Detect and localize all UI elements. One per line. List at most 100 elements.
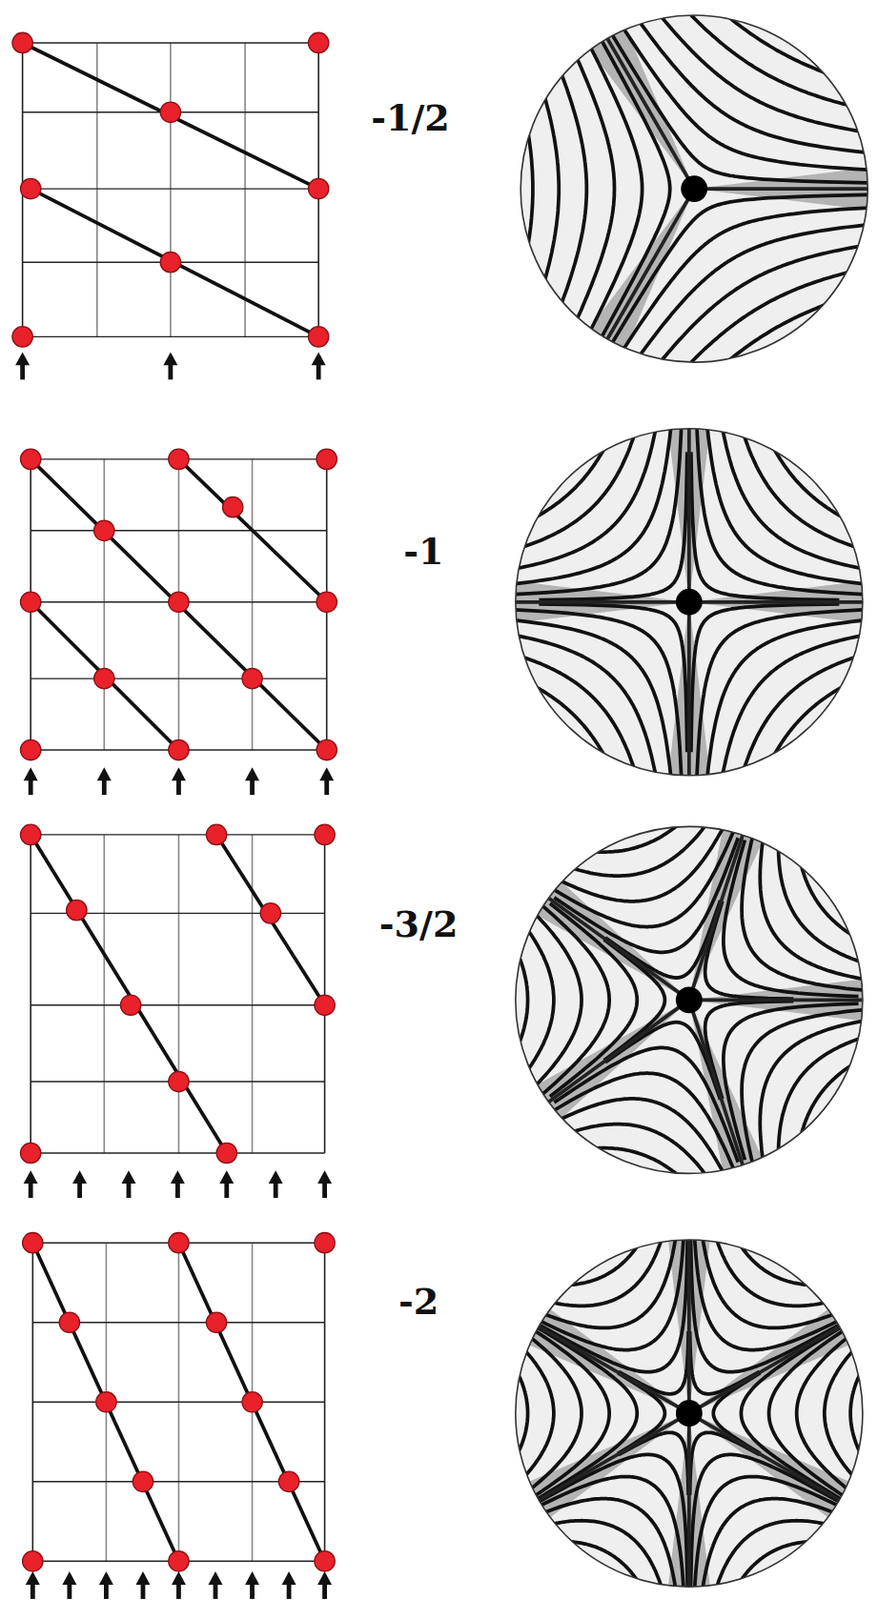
director-line <box>505 418 619 532</box>
radial-director-line <box>694 186 868 191</box>
up-arrow-head <box>25 1572 41 1586</box>
lattice-dot <box>260 903 281 924</box>
lattice-dot <box>168 1551 189 1573</box>
up-arrow-head <box>99 1572 114 1586</box>
grid-line <box>251 835 254 1154</box>
radial-director-line <box>687 602 692 776</box>
lattice-dot <box>160 251 181 272</box>
radial-director-line <box>549 898 690 1001</box>
lattice-dot <box>205 1312 226 1333</box>
defect-core <box>675 589 703 616</box>
charge-label: -1 <box>403 530 444 573</box>
radial-director-line <box>538 1327 690 1414</box>
grey-wedge <box>689 1205 878 1414</box>
grid-line <box>29 835 32 1154</box>
lattice-dot <box>168 739 189 760</box>
director-line <box>548 803 720 877</box>
grid-line <box>22 336 320 338</box>
lattice-dot <box>94 520 115 541</box>
director-line <box>539 1220 652 1287</box>
director-line <box>759 823 878 982</box>
radial-director-line <box>689 600 863 605</box>
lattice-dot <box>316 592 337 613</box>
circle-ground <box>515 1240 863 1588</box>
director-line <box>700 0 861 85</box>
director-line <box>670 265 877 386</box>
grid-line <box>169 42 172 337</box>
up-arrow-head <box>61 1572 77 1586</box>
defect-core <box>675 1400 703 1428</box>
director-line <box>565 803 700 853</box>
lattice-dot <box>160 102 181 123</box>
lattice-dot <box>20 449 41 470</box>
director-line <box>497 632 659 795</box>
director-line <box>568 38 615 340</box>
director-line <box>824 1335 869 1491</box>
grey-wedge <box>647 1069 731 1414</box>
lattice-grids <box>12 32 338 1600</box>
radial-director-line <box>689 999 863 1003</box>
radial-director-line <box>549 1000 690 1103</box>
grid-line <box>251 459 254 751</box>
up-arrow-head <box>317 1572 332 1586</box>
radial-director-line <box>687 428 692 603</box>
director-line <box>759 418 874 532</box>
director-circle <box>386 659 878 1341</box>
up-arrow-head <box>171 767 186 781</box>
lattice-dot <box>205 824 226 845</box>
up-arrow <box>66 1583 72 1600</box>
lattice-row-line <box>22 42 320 189</box>
director-line <box>706 619 876 789</box>
up-arrow-head <box>121 1170 136 1185</box>
director-line <box>531 1220 667 1307</box>
lattice <box>12 32 329 380</box>
lattice-dot <box>314 1233 335 1254</box>
director-line <box>627 223 878 374</box>
lattice-dot <box>242 1392 263 1413</box>
radial-director-line <box>607 38 695 189</box>
up-arrow <box>322 1583 327 1600</box>
lattice-dot <box>314 824 335 845</box>
lattice-dot <box>20 592 41 613</box>
grid-line <box>96 42 99 337</box>
lattice-row-line <box>178 459 327 603</box>
director-line <box>796 835 878 950</box>
up-arrow-head <box>311 351 327 366</box>
up-arrow-head <box>23 767 39 781</box>
grid-line <box>102 459 105 751</box>
director-line <box>544 1099 732 1189</box>
lattice-dot <box>316 449 337 470</box>
lattice-dot <box>59 1312 80 1333</box>
up-arrow <box>175 1182 181 1199</box>
director-line <box>769 1325 854 1504</box>
director-line <box>536 69 560 308</box>
director-line <box>548 1124 720 1198</box>
director-line <box>503 619 673 789</box>
lattice-row-line <box>30 602 179 751</box>
director-line <box>520 96 533 282</box>
up-arrow-head <box>170 1170 185 1185</box>
director-line <box>499 411 642 554</box>
grid-line <box>324 835 327 1154</box>
lattice-dot <box>66 899 87 920</box>
lattice <box>20 449 337 796</box>
up-arrow <box>324 778 329 796</box>
up-arrow-head <box>282 1572 297 1586</box>
radial-director-line <box>689 1413 840 1501</box>
lattice-dot <box>12 32 33 53</box>
lattice-dot <box>132 1471 153 1492</box>
director-line <box>505 929 528 1071</box>
circle-ground <box>515 428 863 776</box>
up-arrow <box>28 1182 34 1199</box>
up-arrow <box>176 1583 182 1600</box>
grid-line <box>244 42 246 337</box>
up-arrow <box>249 1583 255 1600</box>
up-arrow <box>176 778 182 796</box>
grid-line <box>22 41 320 43</box>
radial-director-line <box>689 835 743 1001</box>
director-line <box>711 1220 846 1307</box>
director-line <box>503 415 673 585</box>
grey-wedge <box>689 659 836 1001</box>
grey-wedge <box>369 1205 690 1414</box>
circle-outline <box>515 1240 863 1588</box>
